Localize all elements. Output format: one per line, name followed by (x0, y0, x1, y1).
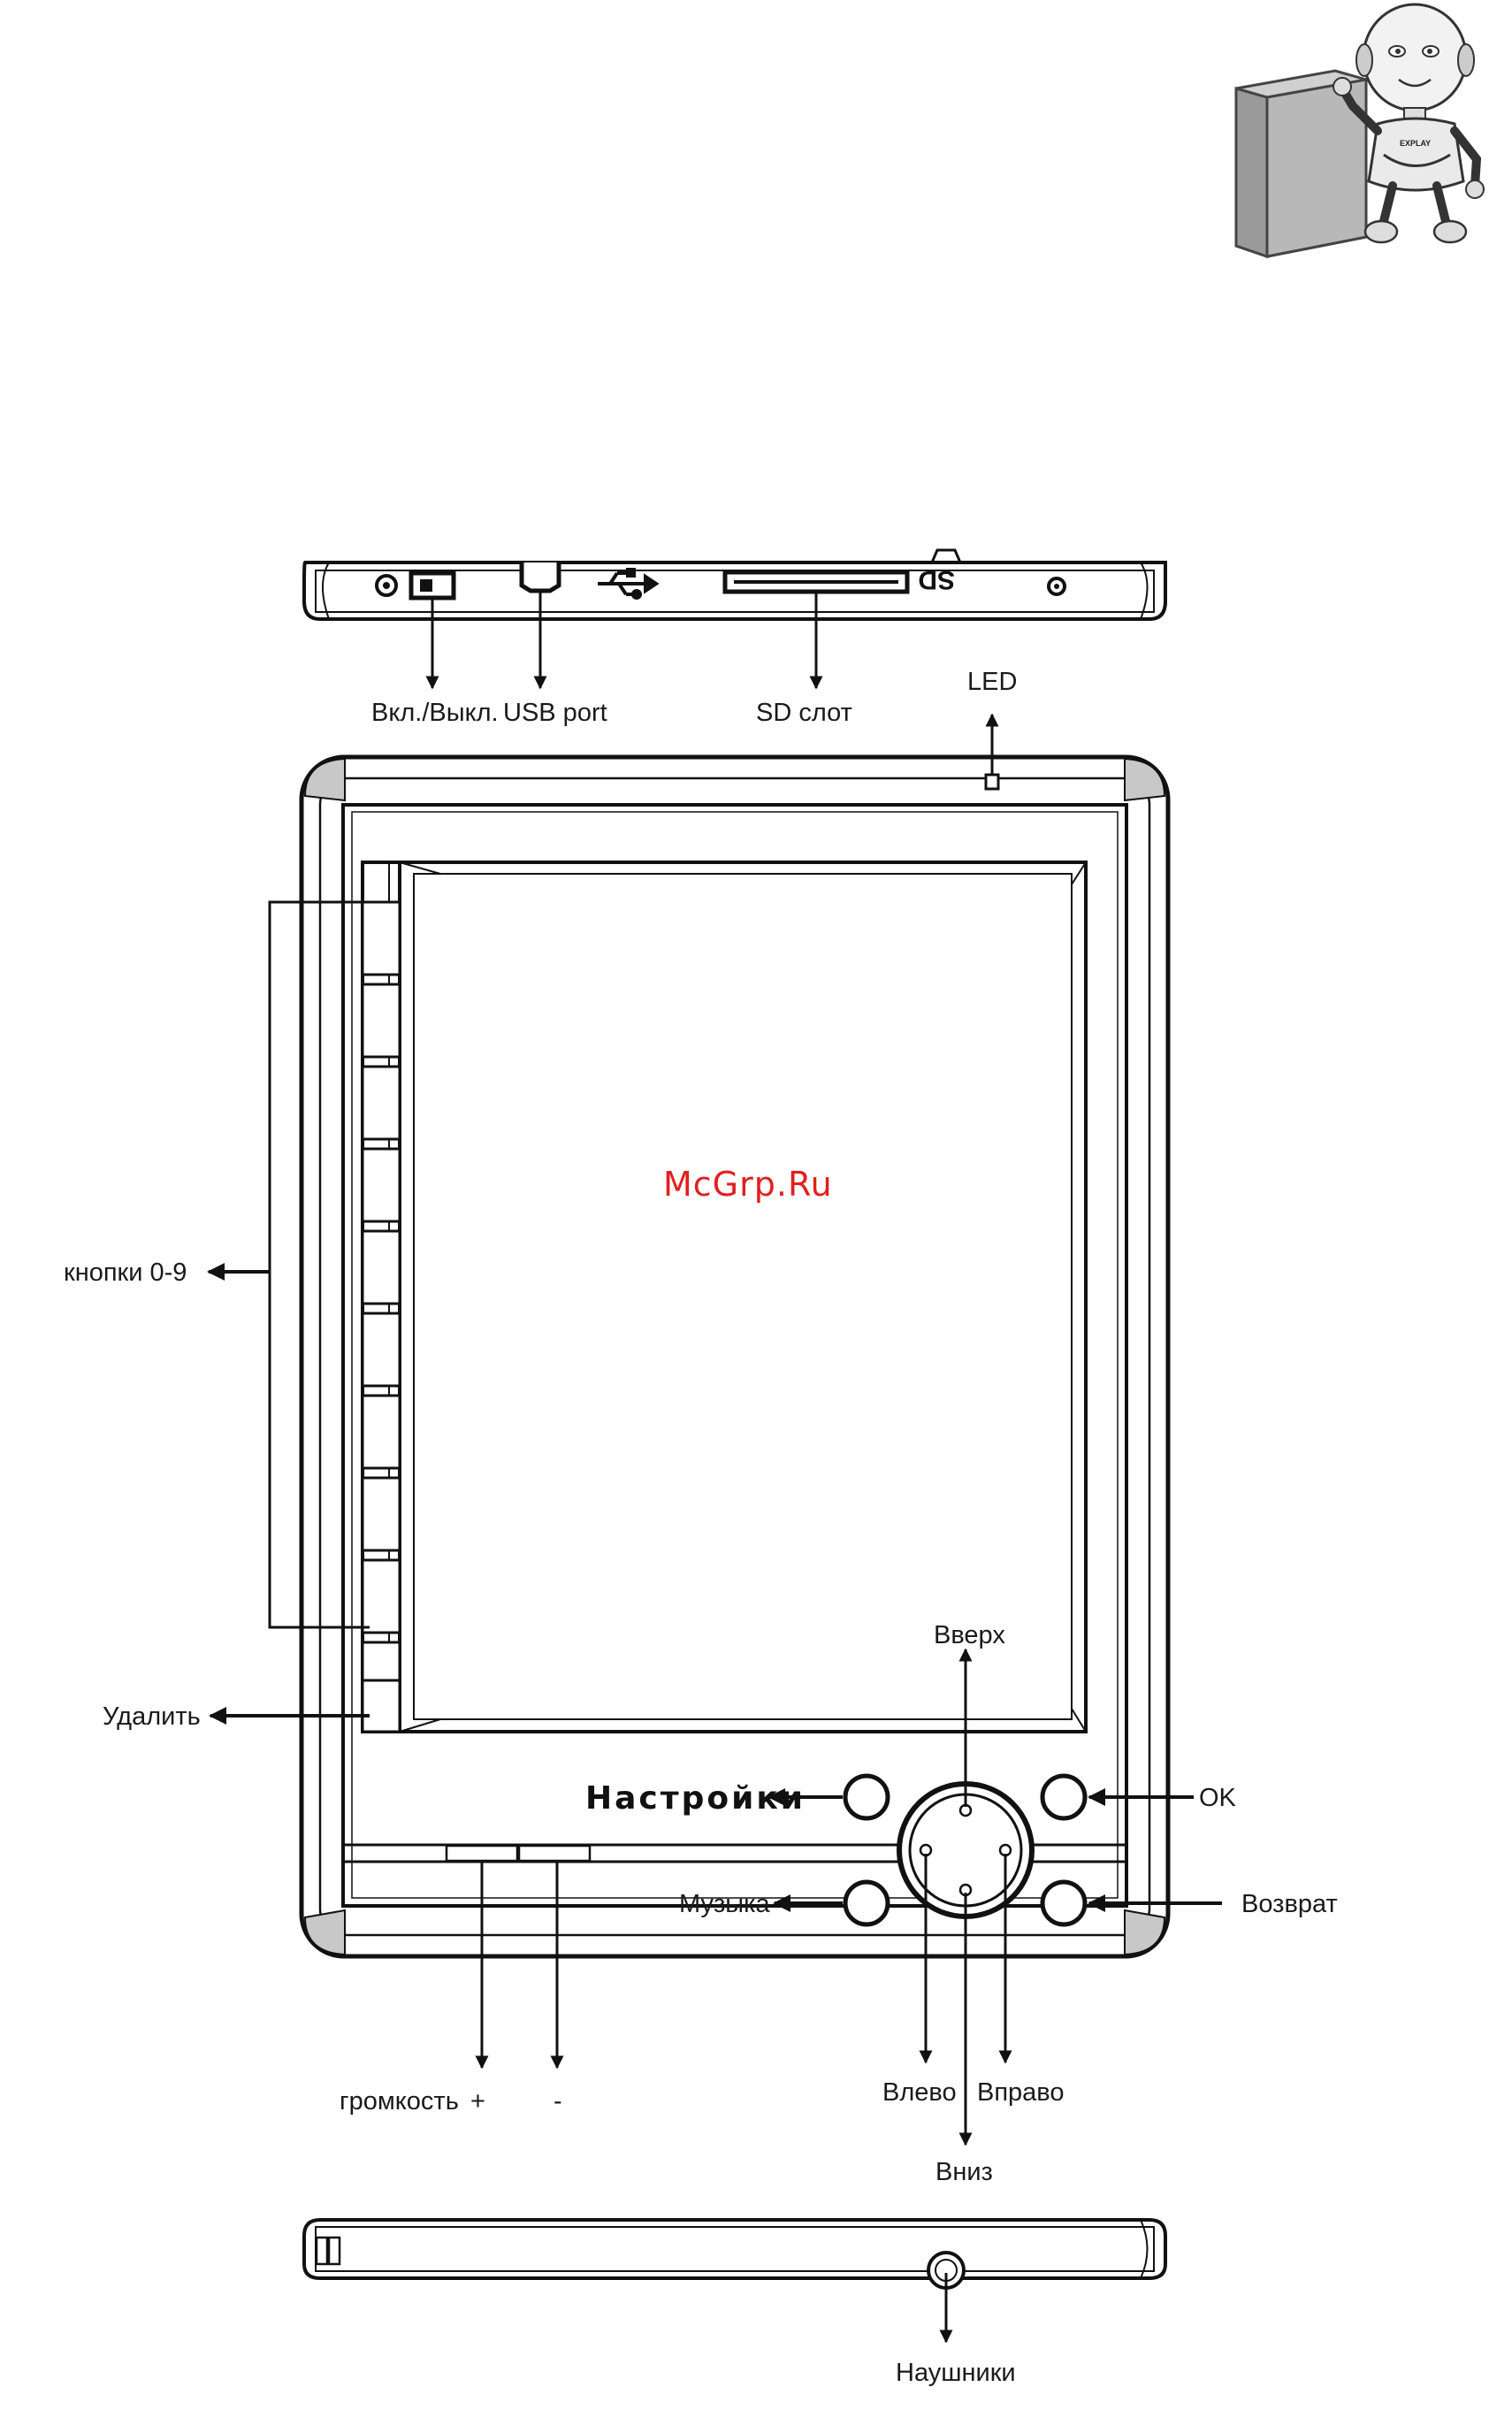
volume-label: громкость (340, 2087, 459, 2115)
robot-mascot-with-book-icon: EXPLAY (1236, 0, 1484, 256)
ok-label: OK (1199, 1784, 1237, 1812)
music-label: Музыка (679, 1890, 770, 1918)
number-button-5[interactable] (363, 1231, 400, 1304)
number-button-8[interactable] (363, 1478, 400, 1550)
delete-label: Удалить (103, 1702, 201, 1731)
right-label: Вправо (977, 2078, 1065, 2107)
usb-port-label: USB port (503, 699, 607, 727)
settings-button[interactable] (845, 1776, 888, 1818)
led-indicator (986, 775, 998, 789)
number-button-2[interactable] (363, 984, 400, 1057)
volume-minus-button[interactable] (519, 1846, 590, 1861)
usb-port[interactable] (522, 562, 559, 591)
headphones-label: Наушники (896, 2359, 1016, 2387)
volume-minus-label: - (554, 2087, 562, 2115)
down-label: Вниз (935, 2158, 993, 2186)
sd-marking: SD (918, 565, 955, 594)
volume-plus-label: + (470, 2087, 485, 2115)
number-button-9[interactable] (363, 1560, 400, 1633)
back-button[interactable] (1042, 1882, 1085, 1924)
device-bottom-edge (304, 2220, 1165, 2288)
volume-plus-button[interactable] (447, 1846, 517, 1861)
ok-button[interactable] (1042, 1776, 1085, 1818)
volume-rocker[interactable] (447, 1846, 590, 1861)
number-button-7[interactable] (363, 1396, 400, 1468)
e-ink-screen: McGrp.Ru (400, 862, 1086, 1732)
up-label: Вверх (934, 1621, 1005, 1649)
watermark: McGrp.Ru (663, 1165, 833, 1204)
delete-button[interactable] (363, 1680, 400, 1732)
number-button-4[interactable] (363, 1149, 400, 1221)
back-label: Возврат (1241, 1890, 1338, 1918)
number-button-3[interactable] (363, 1067, 400, 1139)
sd-slot-label: SD слот (756, 699, 852, 727)
led-label: LED (967, 668, 1017, 696)
music-button[interactable] (845, 1882, 888, 1924)
settings-label: Настройки (585, 1780, 806, 1817)
number-button-1[interactable] (363, 902, 400, 975)
number-button-6[interactable] (363, 1313, 400, 1386)
left-label: Влево (882, 2078, 957, 2107)
mascot-brand-text: EXPLAY (1400, 139, 1431, 148)
buttons-0-9-label: кнопки 0-9 (64, 1259, 187, 1287)
power-label: Вкл./Выкл. (371, 699, 499, 727)
